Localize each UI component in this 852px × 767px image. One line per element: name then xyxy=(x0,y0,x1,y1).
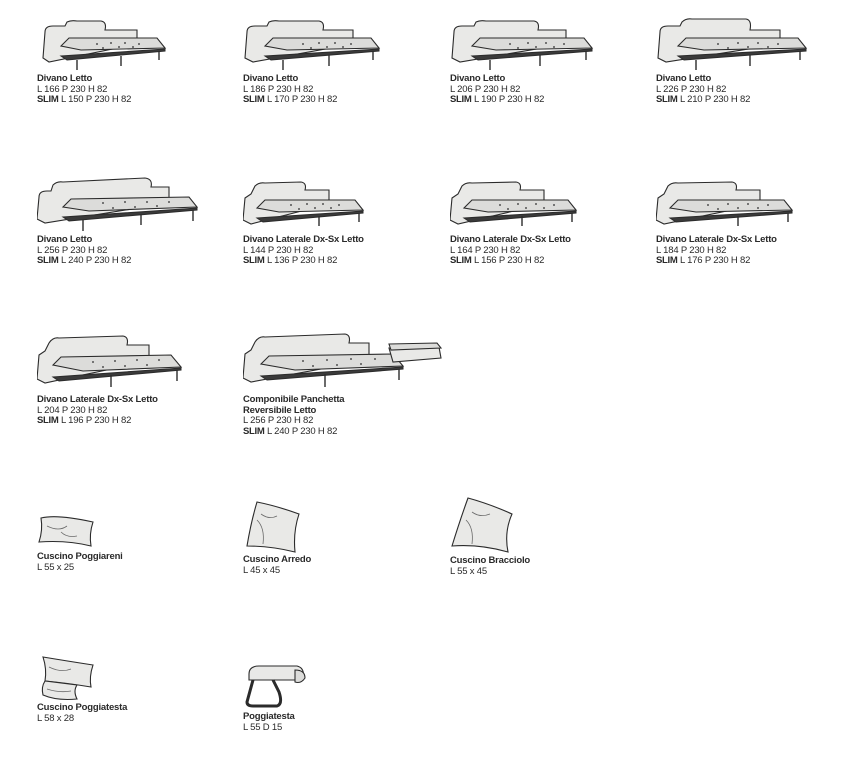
sofa-bed-icon xyxy=(42,20,167,70)
product-name: Componibile Panchetta xyxy=(243,394,345,405)
slim-label: SLIM xyxy=(450,94,472,105)
product-dimensions: L 206 P 230 H 82 xyxy=(450,83,521,95)
side-sofa-bed-icon xyxy=(656,181,794,226)
armrest-cushion-icon xyxy=(451,497,513,553)
headrest-icon xyxy=(245,665,306,708)
slim-label: SLIM xyxy=(450,255,472,266)
slim-label: SLIM xyxy=(243,94,265,105)
product-name: Divano Laterale Dx-Sx Letto xyxy=(450,234,571,245)
slim-dimensions: L 176 P 230 H 82 xyxy=(679,255,751,266)
side-sofa-bed-icon xyxy=(450,181,578,226)
product-name: Cuscino Bracciolo xyxy=(450,555,531,566)
product-item: Componibile Panchetta Reversibile Letto … xyxy=(243,330,453,437)
slim-label: SLIM xyxy=(656,255,678,266)
product-dimensions: L 55 x 45 xyxy=(450,565,487,577)
product-name: Divano Laterale Dx-Sx Letto xyxy=(37,394,158,405)
product-item: Divano Letto L 186 P 230 H 82 SLIM L 170… xyxy=(243,16,443,106)
slim-label: SLIM xyxy=(37,255,59,266)
product-dimensions: L 204 P 230 H 82 xyxy=(37,404,108,416)
sofa-bed-icon xyxy=(451,20,594,70)
product-item: Divano Letto L 206 P 230 H 82 SLIM L 190… xyxy=(450,16,650,106)
modular-bench-sofa-bed-icon xyxy=(243,333,443,387)
product-item: Divano Letto L 226 P 230 H 82 SLIM L 210… xyxy=(656,16,852,106)
slim-dimensions: L 240 P 230 H 82 xyxy=(60,255,132,266)
slim-dimensions: L 136 P 230 H 82 xyxy=(266,255,338,266)
slim-dimensions: L 150 P 230 H 82 xyxy=(60,94,132,105)
product-name-line2: Reversibile Letto xyxy=(243,404,317,416)
slim-label: SLIM xyxy=(243,425,265,437)
sofa-bed-icon xyxy=(37,177,199,231)
product-item: Divano Laterale Dx-Sx Letto L 144 P 230 … xyxy=(243,180,443,267)
product-dimensions: L 144 P 230 H 82 xyxy=(243,244,314,256)
slim-dimensions: L 210 P 230 H 82 xyxy=(679,94,751,105)
decor-cushion-icon xyxy=(246,501,300,553)
product-dimensions: L 55 x 25 xyxy=(37,561,74,573)
product-name: Divano Letto xyxy=(37,73,93,84)
product-name: Divano Letto xyxy=(243,73,299,84)
lumbar-cushion-icon xyxy=(38,516,94,547)
product-item: Divano Laterale Dx-Sx Letto L 164 P 230 … xyxy=(450,180,650,267)
product-item: Divano Laterale Dx-Sx Letto L 204 P 230 … xyxy=(37,333,237,427)
product-item: Poggiatesta L 55 D 15 xyxy=(243,662,443,733)
slim-dimensions: L 170 P 230 H 82 xyxy=(266,94,338,105)
product-name: Cuscino Poggiatesta xyxy=(37,702,128,713)
slim-dimensions: L 240 P 230 H 82 xyxy=(266,425,338,437)
product-item: Cuscino Bracciolo L 55 x 45 xyxy=(450,496,650,577)
slim-dimensions: L 190 P 230 H 82 xyxy=(473,94,545,105)
slim-label: SLIM xyxy=(656,94,678,105)
product-dimensions: L 45 x 45 xyxy=(243,564,280,576)
product-item: Cuscino Poggiareni L 55 x 25 xyxy=(37,512,237,573)
slim-label: SLIM xyxy=(37,415,59,426)
slim-dimensions: L 196 P 230 H 82 xyxy=(60,415,132,426)
sofa-bed-icon xyxy=(657,18,808,70)
product-item: Divano Letto L 166 P 230 H 82 SLIM L 150… xyxy=(37,18,237,106)
slim-label: SLIM xyxy=(243,255,265,266)
product-dimensions: L 184 P 230 H 82 xyxy=(656,244,727,256)
slim-dimensions: L 156 P 230 H 82 xyxy=(473,255,545,266)
sofa-bed-icon xyxy=(244,20,381,70)
product-dimensions: L 256 P 230 H 82 xyxy=(37,244,108,256)
side-sofa-bed-icon xyxy=(243,181,365,226)
product-name: Cuscino Poggiareni xyxy=(37,551,123,562)
headrest-cushion-icon xyxy=(41,656,94,701)
product-item: Divano Letto L 256 P 230 H 82 SLIM L 240… xyxy=(37,175,237,267)
product-dimensions: L 166 P 230 H 82 xyxy=(37,83,108,95)
product-dimensions: L 164 P 230 H 82 xyxy=(450,244,521,256)
product-name: Poggiatesta xyxy=(243,711,295,722)
product-name: Divano Letto xyxy=(656,73,712,84)
product-dimensions: L 58 x 28 xyxy=(37,712,74,724)
product-dimensions: L 256 P 230 H 82 xyxy=(243,415,314,426)
product-dimensions: L 226 P 230 H 82 xyxy=(656,83,727,95)
product-name: Cuscino Arredo xyxy=(243,554,312,565)
product-dimensions: L 55 D 15 xyxy=(243,721,283,733)
product-dimensions: L 186 P 230 H 82 xyxy=(243,83,314,95)
product-name: Divano Letto xyxy=(450,73,506,84)
product-name: Divano Laterale Dx-Sx Letto xyxy=(243,234,364,245)
slim-label: SLIM xyxy=(37,94,59,105)
side-sofa-bed-icon xyxy=(37,335,183,387)
product-item: Divano Laterale Dx-Sx Letto L 184 P 230 … xyxy=(656,180,852,267)
product-item: Cuscino Arredo L 45 x 45 xyxy=(243,500,443,576)
product-name: Divano Laterale Dx-Sx Letto xyxy=(656,234,777,245)
product-name: Divano Letto xyxy=(37,234,93,245)
product-item: Cuscino Poggiatesta L 58 x 28 xyxy=(37,655,237,724)
